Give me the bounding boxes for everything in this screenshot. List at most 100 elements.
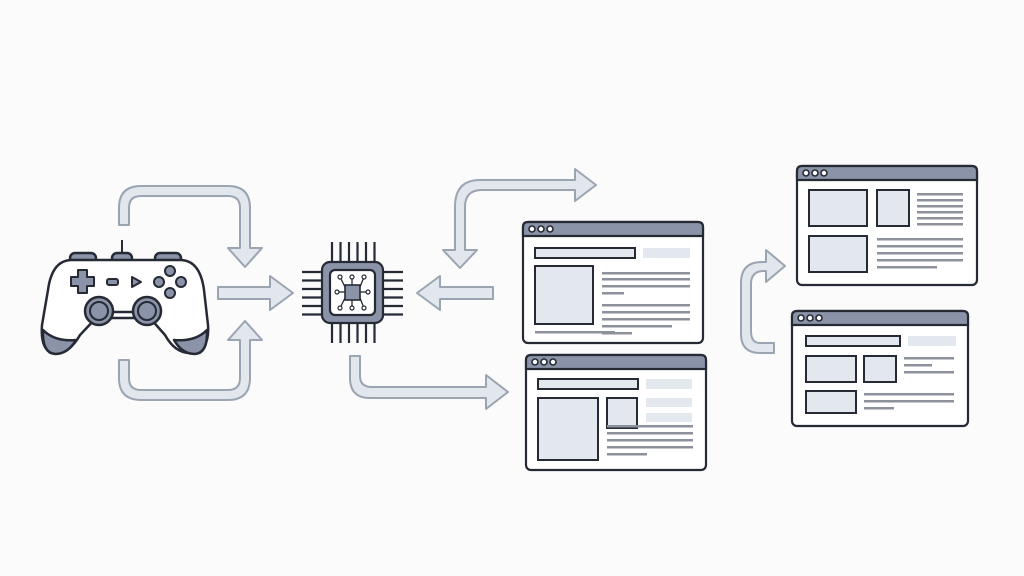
window-control-dot (797, 314, 805, 322)
cpu-chip-icon (302, 242, 403, 343)
window-titlebar (790, 309, 970, 327)
face-button-top (164, 265, 176, 277)
text-line (602, 318, 690, 321)
text-line (904, 364, 932, 367)
dpad-icon (70, 269, 95, 294)
text-line (917, 193, 963, 196)
search-bar (534, 247, 636, 259)
window-control-dot (806, 314, 814, 322)
arrow-window-to-chip (416, 275, 494, 311)
content-block (805, 355, 857, 383)
chip-trace-node (365, 289, 371, 295)
placeholder-block (646, 379, 692, 389)
window-control-dot (802, 169, 810, 177)
text-line (607, 453, 647, 456)
window-control-dot (528, 225, 536, 233)
window-control-dot (549, 358, 557, 366)
window-control-dot (811, 169, 819, 177)
text-line (877, 245, 963, 248)
text-line (917, 223, 963, 226)
browser-window-2 (524, 353, 708, 472)
text-line (602, 292, 624, 295)
thumbnail-block (606, 397, 638, 429)
loop-arrow-bottom (118, 320, 263, 401)
text-line (877, 238, 963, 241)
browser-window-1 (521, 220, 705, 345)
arrow-controller-to-chip (217, 275, 294, 311)
face-button-bottom (164, 287, 176, 299)
window-titlebar (521, 220, 705, 238)
window-control-dot (820, 169, 828, 177)
arrows (118, 168, 786, 410)
text-line (877, 252, 963, 255)
text-line (864, 407, 894, 410)
text-line (917, 217, 963, 220)
image-block (534, 265, 594, 325)
start-button (131, 276, 142, 288)
chip-trace-node (361, 274, 367, 280)
search-bar (537, 378, 639, 390)
content-block (808, 235, 868, 273)
chip-trace-node (337, 305, 343, 311)
text-line (864, 400, 954, 403)
content-block (876, 189, 910, 227)
content-block (805, 390, 857, 414)
window-control-dot (815, 314, 823, 322)
window-control-dot (537, 225, 545, 233)
text-line (864, 393, 954, 396)
window-control-dot (540, 358, 548, 366)
gamepad-icon (40, 240, 210, 356)
text-line (607, 439, 693, 442)
text-line (917, 199, 963, 202)
gamepad-grip-right (172, 328, 209, 356)
text-line (917, 205, 963, 208)
text-line (602, 304, 690, 307)
chip-trace-node (337, 274, 343, 280)
browser-window-4 (790, 309, 970, 428)
text-line (602, 311, 690, 314)
browser-window-3 (795, 164, 979, 287)
chip-trace-node (361, 305, 367, 311)
image-block (537, 397, 599, 461)
search-bar (805, 335, 901, 347)
window-titlebar (795, 164, 979, 182)
text-line (602, 272, 690, 275)
text-line (602, 278, 690, 281)
text-line (877, 266, 937, 269)
face-button-left (153, 276, 165, 288)
text-line (917, 211, 963, 214)
chip-trace-node (349, 274, 355, 280)
text-line (607, 432, 693, 435)
select-button (106, 278, 119, 286)
text-line (602, 332, 632, 335)
arrow-window-4-to-window-3 (740, 249, 786, 354)
placeholder-block (643, 248, 690, 258)
content-block (863, 355, 897, 383)
window-control-dot (531, 358, 539, 366)
chip-trace-node (334, 289, 340, 295)
text-line (602, 325, 672, 328)
window-titlebar (524, 353, 708, 371)
text-line (607, 446, 693, 449)
arrow-chip-to-window-2 (349, 355, 509, 410)
loop-arrow-top (118, 185, 263, 268)
text-line (535, 331, 615, 334)
placeholder-block (908, 336, 956, 346)
face-button-right (175, 276, 187, 288)
window-control-dot (546, 225, 554, 233)
text-line (602, 285, 690, 288)
text-line (607, 425, 693, 428)
placeholder-block (646, 398, 692, 407)
gamepad-grip-left (41, 328, 78, 356)
text-line (904, 357, 954, 360)
browser-windows (521, 164, 979, 472)
placeholder-block (646, 413, 692, 422)
arrow-chip-up-to-right (442, 168, 597, 269)
chip-trace-node (349, 305, 355, 311)
chip-core (344, 284, 361, 301)
content-block (808, 189, 868, 227)
text-line (877, 259, 963, 262)
text-line (904, 371, 954, 374)
